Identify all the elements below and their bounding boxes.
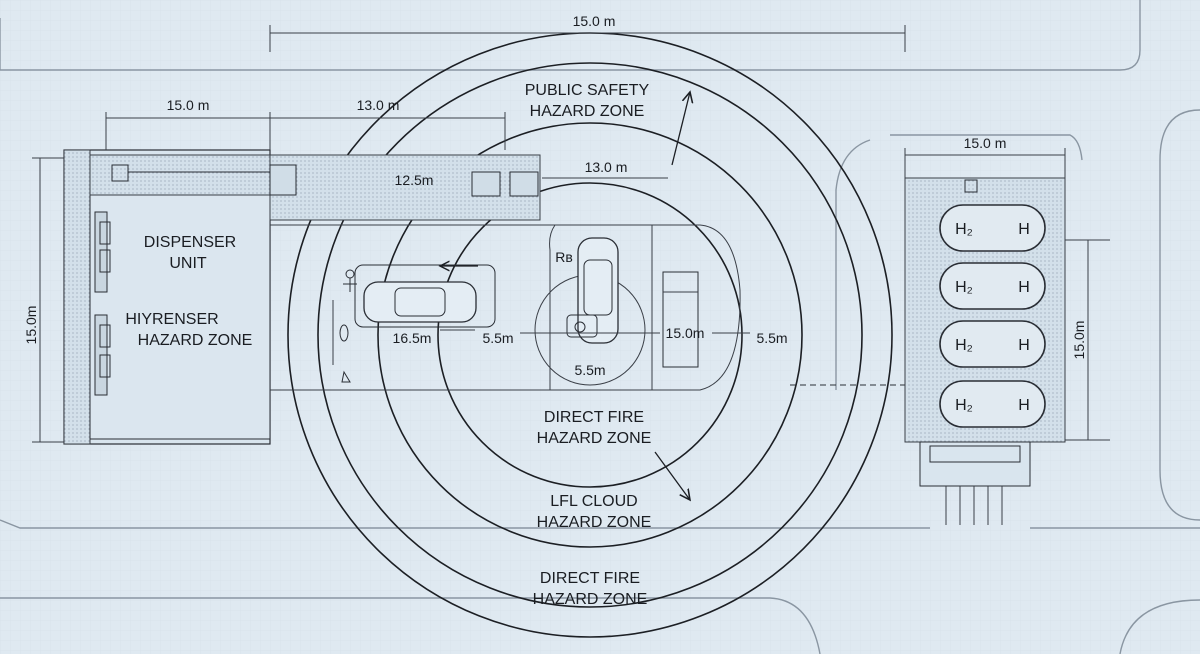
- inner-left-dim-text: 12.5m: [395, 172, 434, 188]
- car-left: [354, 264, 496, 328]
- public-safety-label-1: PUBLIC SAFETY: [525, 82, 650, 99]
- storage-top-dim-text: 15.0 m: [964, 135, 1007, 151]
- dispenser-unit-label-1: DISPENSER: [144, 234, 236, 251]
- valve-box-2: [509, 171, 539, 197]
- direct-fire-circle: [437, 182, 743, 488]
- public-safety-circle: [317, 62, 863, 608]
- tank-3-h2-label: H₂: [955, 337, 973, 354]
- tank-3-h-label: H: [1018, 337, 1030, 354]
- left-top-dimensions: 15.0 m 13.0 m: [105, 97, 506, 150]
- dispenser-unit-label-2: UNIT: [169, 255, 207, 272]
- left-side-dimension: 15.0m: [23, 157, 64, 443]
- tank-2: H₂ H: [939, 262, 1046, 310]
- direct-fire-outer-label-1: DIRECT FIRE: [540, 570, 640, 587]
- mid-top-dim-text: 13.0 m: [357, 97, 400, 113]
- tank-4-h2-label: H₂: [955, 397, 973, 414]
- radius-left-outer: 16.5m: [393, 330, 432, 346]
- valve-box-1: [471, 171, 501, 197]
- top-overall-dimension: 15.0 m: [269, 13, 906, 52]
- hiyrenser-label-2: HAZARD ZONE: [138, 332, 253, 349]
- tank-1-h-label: H: [1018, 221, 1030, 238]
- top-overall-dim-text: 15.0 m: [573, 13, 616, 29]
- direct-fire-inner-label-2: HAZARD ZONE: [537, 430, 652, 447]
- tank-1: H₂ H: [939, 204, 1046, 252]
- inner-right-dim-text: 13.0 m: [585, 159, 628, 175]
- lfl-cloud-label-2: HAZARD ZONE: [537, 514, 652, 531]
- lfl-cloud-label-1: LFL CLOUD: [550, 493, 637, 510]
- direct-fire-inner-label-1: DIRECT FIRE: [544, 409, 644, 426]
- canopy-post: [662, 271, 699, 368]
- left-side-dim-text: 15.0m: [23, 306, 39, 345]
- lfl-cloud-circle: [377, 122, 803, 548]
- radius-dimensions: 16.5m 5.5m 5.5m 15.0m 5.5m: [393, 325, 788, 378]
- direct-fire-outer-label-2: HAZARD ZONE: [533, 591, 648, 608]
- dispenser-hardware: [94, 164, 270, 396]
- tank-1-h2-label: H₂: [955, 221, 973, 238]
- radius-right-inner: 15.0m: [666, 325, 705, 341]
- radius-bottom: 5.5m: [574, 362, 605, 378]
- right-side-dim-text: 15.0m: [1071, 321, 1087, 360]
- tank-4-h-label: H: [1018, 397, 1030, 414]
- tank-4: H₂ H: [939, 380, 1046, 428]
- rb-label: Rʙ: [555, 249, 573, 265]
- dispenser-building: DISPENSER UNIT HIYRENSER HAZARD ZONE: [63, 149, 271, 445]
- zone-labels: PUBLIC SAFETY HAZARD ZONE DIRECT FIRE HA…: [525, 82, 652, 608]
- left-top-dim-text: 15.0 m: [167, 97, 210, 113]
- tank-3: H₂ H: [939, 320, 1046, 368]
- pedestrian-figures: [332, 269, 357, 383]
- zone-arrows: [440, 92, 690, 500]
- tank-2-h2-label: H₂: [955, 279, 973, 296]
- hydrogen-storage: 15.0 m H₂ H H₂ H H₂ H H₂ H: [904, 135, 1066, 525]
- hiyrenser-label-1: HIYRENSER: [125, 311, 218, 328]
- forecourt: [270, 224, 741, 391]
- supply-corridor: 12.5m 13.0 m: [269, 154, 668, 221]
- car-center: [566, 237, 619, 344]
- radius-right-outer: 5.5m: [756, 330, 787, 346]
- right-side-dimension: 15.0m: [1065, 239, 1110, 441]
- tank-2-h-label: H: [1018, 279, 1030, 296]
- public-safety-label-2: HAZARD ZONE: [530, 103, 645, 120]
- radius-left-inner: 5.5m: [482, 330, 513, 346]
